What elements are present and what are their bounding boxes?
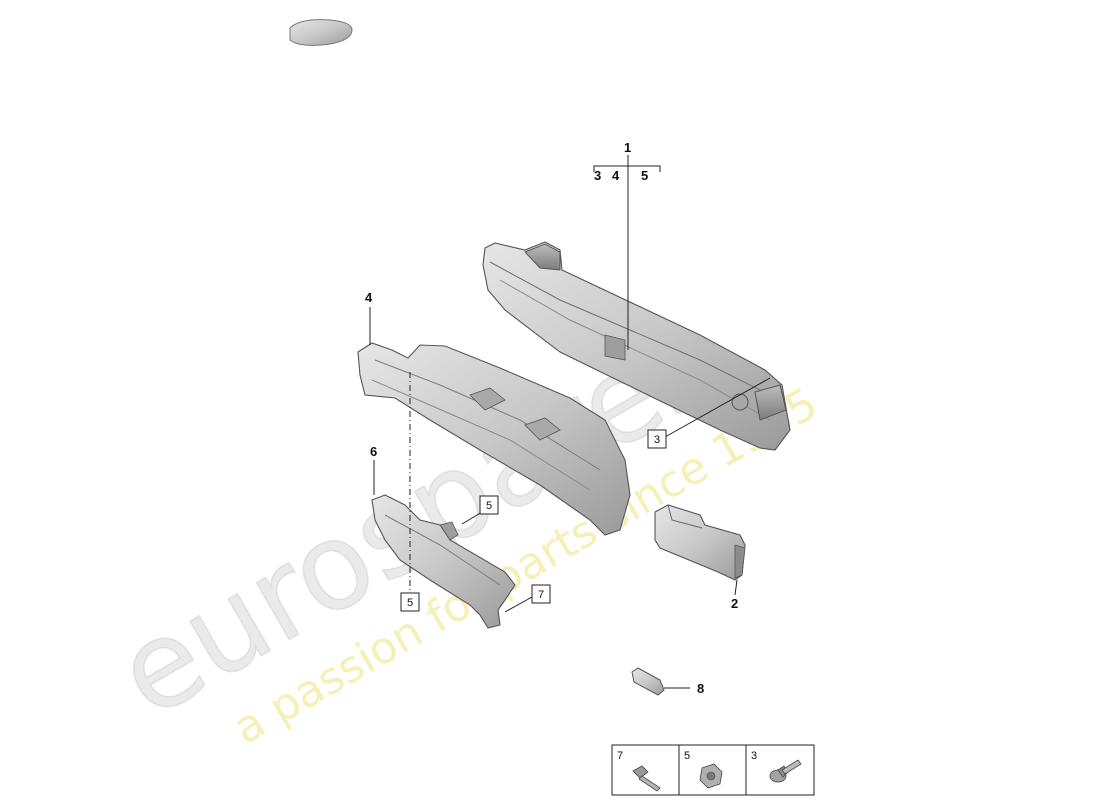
ref-box-7-label: 7 (538, 589, 544, 601)
callout-8: 8 (697, 681, 704, 696)
ref-box-7: 7 (531, 584, 551, 604)
ref-box-5-top-label: 5 (486, 500, 492, 512)
table-cell-1-label: 7 (617, 750, 623, 762)
leader-lines (369, 155, 771, 689)
ref-box-3: 3 (647, 429, 667, 449)
ref-box-5-top: 5 (479, 495, 499, 515)
flange-bolt-icon (769, 759, 802, 783)
nut-icon (699, 763, 723, 789)
callout-group-4: 4 (612, 168, 620, 183)
bracket-part (371, 494, 516, 629)
callout-group-3: 3 (594, 168, 601, 183)
table-cell-3-label: 3 (751, 750, 757, 762)
callout-6: 6 (370, 444, 377, 459)
callout-4: 4 (365, 290, 373, 305)
rubber-pad-part (289, 19, 353, 46)
table-cell-2-label: 5 (684, 750, 690, 762)
side-bracket-part (654, 504, 746, 581)
ref-box-5-bottom: 5 (400, 592, 420, 612)
bumper-beam-part (482, 241, 791, 451)
callout-group-5: 5 (641, 168, 648, 183)
bolt-icon (632, 765, 661, 792)
energy-absorber-part (357, 342, 631, 536)
ref-box-3-label: 3 (654, 434, 660, 446)
callout-1: 1 (624, 140, 631, 155)
callout-2: 2 (731, 596, 738, 611)
fastener-table: 7 5 3 (611, 744, 815, 796)
clip-part (631, 667, 665, 696)
ref-box-5-bottom-label: 5 (407, 597, 413, 609)
